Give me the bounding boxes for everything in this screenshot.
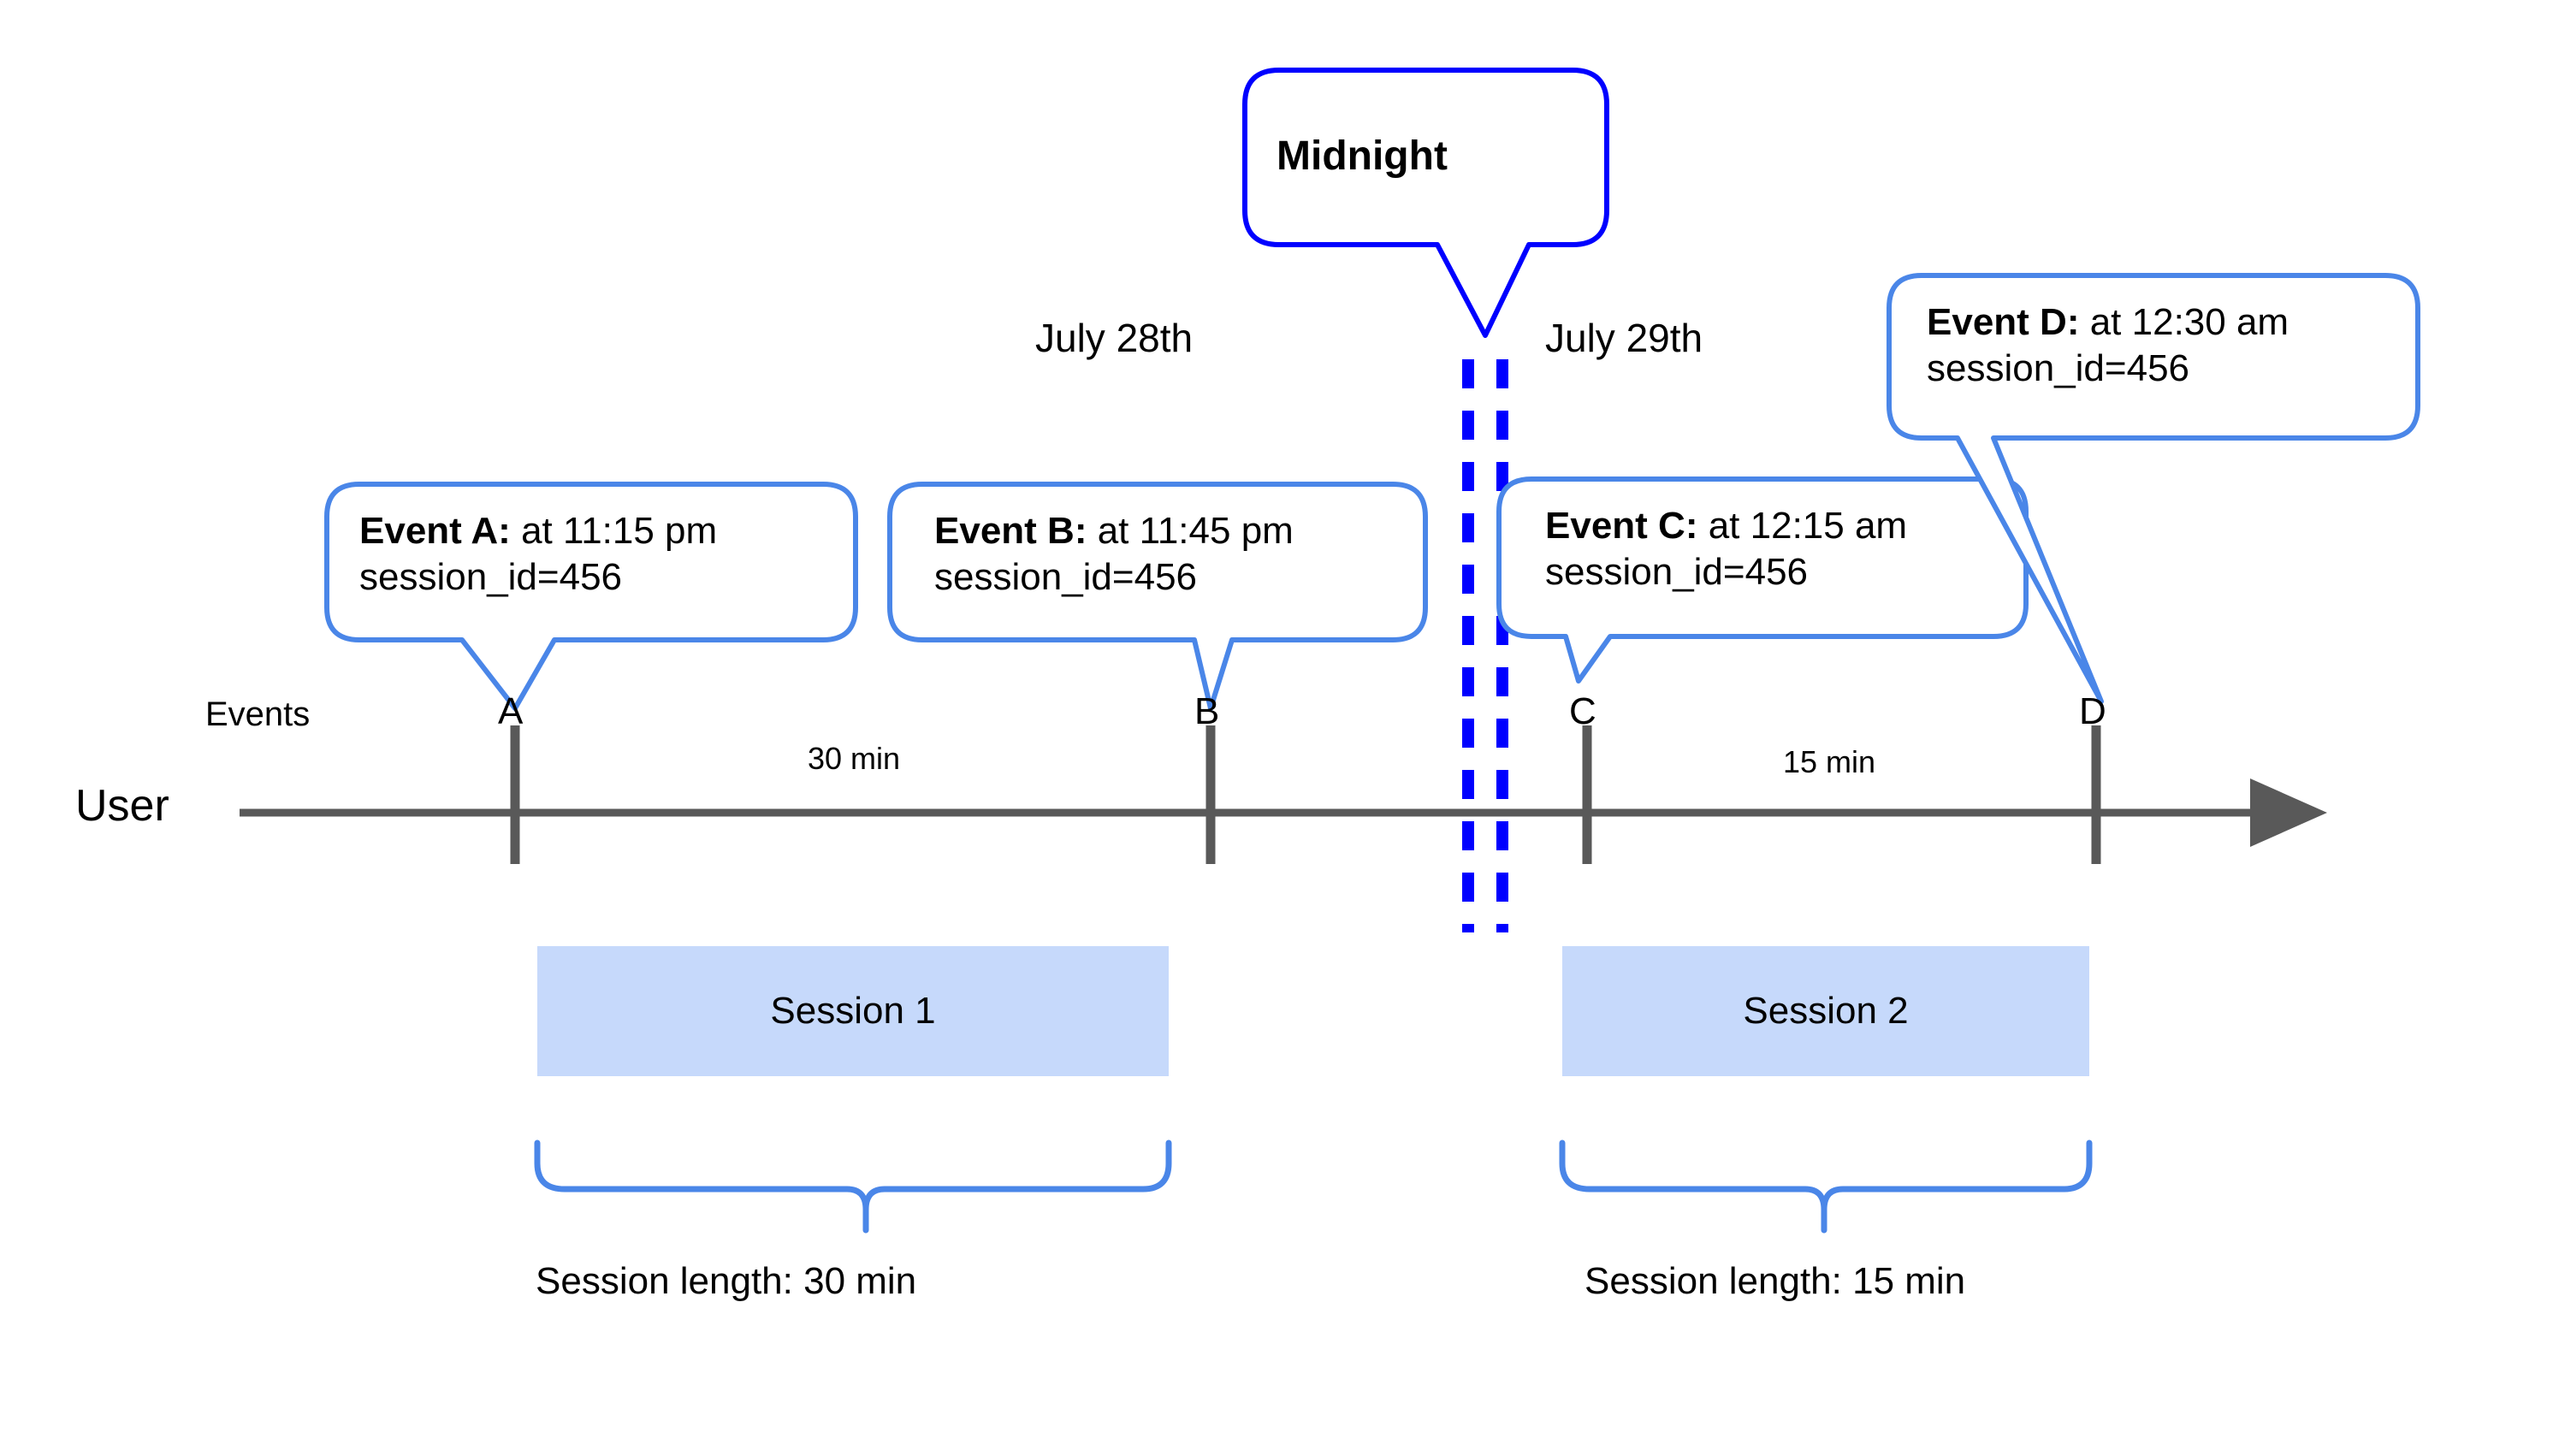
marker-label-d: D [2079, 690, 2106, 732]
event-a-bubble[interactable] [324, 482, 858, 711]
marker-label-b: B [1194, 690, 1220, 732]
event-c-time: at 12:15 am [1697, 505, 1908, 547]
midnight-callout-bubble[interactable] [1242, 68, 1609, 338]
date-label-right: July 29th [1545, 316, 1703, 360]
event-a-title: Event A: [359, 510, 511, 552]
midnight-divider [1462, 359, 1508, 932]
event-a-callout-shape[interactable] [324, 482, 858, 711]
event-b-title: Event B: [934, 510, 1087, 552]
session-1-brace-path [534, 1139, 1172, 1234]
session-2-brace [1559, 1139, 2093, 1234]
event-a-callout-text: Event A: at 11:15 pm session_id=456 [359, 508, 717, 600]
event-b-callout-shape[interactable] [887, 482, 1428, 711]
timeline-arrow-head [2250, 778, 2327, 847]
event-b-time: at 11:45 pm [1087, 510, 1294, 552]
midnight-callout-shape[interactable] [1242, 68, 1609, 338]
event-c-bubble[interactable] [1496, 476, 2029, 684]
session-1-bar[interactable]: Session 1 [537, 946, 1169, 1076]
midnight-label: Midnight [1276, 133, 1448, 179]
marker-label-c: C [1569, 690, 1596, 732]
event-d-callout-text: Event D: at 12:30 am session_id=456 [1927, 299, 2289, 391]
event-d-bubble[interactable] [1887, 273, 2420, 704]
event-c-attr: session_id=456 [1545, 550, 1809, 593]
event-b-callout-text: Event B: at 11:45 pm session_id=456 [934, 508, 1294, 600]
session-2-bar[interactable]: Session 2 [1562, 946, 2089, 1076]
session-2-brace-path [1559, 1139, 2093, 1234]
event-c-callout-text: Event C: at 12:15 am session_id=456 [1545, 503, 1907, 595]
event-c-title: Event C: [1545, 505, 1698, 547]
session-1-label: Session 1 [770, 990, 936, 1032]
event-a-time: at 11:15 pm [510, 510, 718, 552]
event-b-bubble[interactable] [887, 482, 1428, 711]
event-d-time: at 12:30 am [2079, 301, 2289, 343]
event-c-callout-shape[interactable] [1496, 476, 2029, 684]
event-d-callout-shape[interactable] [1887, 273, 2420, 704]
event-d-attr: session_id=456 [1927, 346, 2190, 389]
session-1-length-label: Session length: 30 min [536, 1260, 917, 1302]
gap-label-a-b: 30 min [808, 741, 901, 776]
date-label-left: July 28th [1035, 316, 1194, 360]
event-d-title: Event D: [1927, 301, 2080, 343]
gap-label-c-d: 15 min [1783, 744, 1876, 779]
session-1-brace [534, 1139, 1172, 1234]
marker-label-a: A [498, 690, 524, 732]
user-row-label: User [75, 781, 169, 831]
session-2-label: Session 2 [1743, 990, 1909, 1032]
event-b-attr: session_id=456 [934, 555, 1198, 598]
timeline-tick-markers [510, 725, 2101, 864]
events-row-label: Events [205, 695, 311, 733]
event-a-attr: session_id=456 [359, 555, 623, 598]
session-2-length-label: Session length: 15 min [1585, 1260, 1966, 1302]
timeline-axis [240, 778, 2327, 847]
